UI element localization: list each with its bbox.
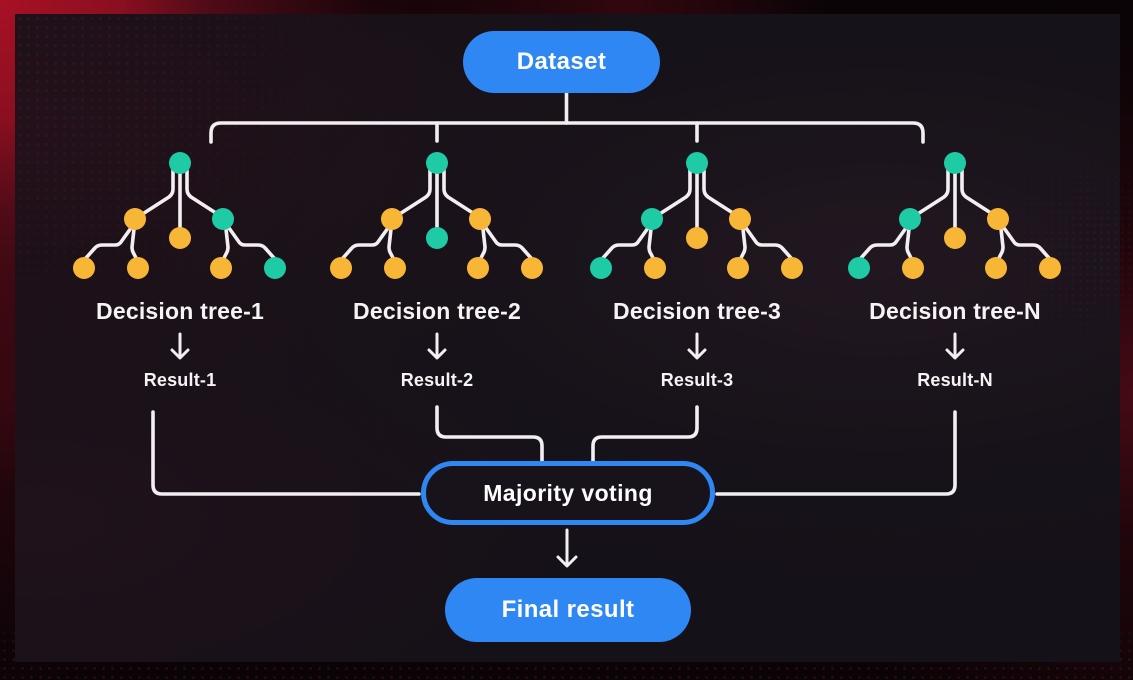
tree-child-node <box>169 227 191 249</box>
decision-tree-2-column: Decision tree-2 Result-2 <box>307 149 567 390</box>
tree-leaf-node <box>521 257 543 279</box>
tree-child-node <box>469 208 491 230</box>
tree-root-node <box>944 152 966 174</box>
tree-child-node <box>212 208 234 230</box>
decision-tree-3-label: Decision tree-3 <box>613 298 781 324</box>
tree-child-node <box>899 208 921 230</box>
tree-child-node <box>987 208 1009 230</box>
decision-tree-1-column: Decision tree-1 Result-1 <box>50 149 310 390</box>
result-3-label: Result-3 <box>660 370 734 390</box>
connector-result3 <box>591 405 699 464</box>
connector-result2 <box>435 405 544 464</box>
tree-leaf-node <box>210 257 232 279</box>
tree-child-node <box>944 227 966 249</box>
tree-leaf-node <box>127 257 149 279</box>
halftone-dots-top-left <box>15 14 375 334</box>
decision-tree-n-graphic <box>845 149 1065 280</box>
tree-leaf-node <box>384 257 406 279</box>
tree-root-node <box>169 152 191 174</box>
tree-child-node <box>426 227 448 249</box>
down-arrow-icon <box>687 332 707 360</box>
down-arrow-icon <box>427 332 447 360</box>
tree-child-node <box>641 208 663 230</box>
tree-child-node <box>686 227 708 249</box>
decision-tree-1-label: Decision tree-1 <box>96 298 264 324</box>
final-result-node: Final result <box>445 578 691 642</box>
tree-leaf-node <box>330 257 352 279</box>
down-arrow-icon <box>170 332 190 360</box>
tree-child-node <box>124 208 146 230</box>
tree-leaf-node <box>848 257 870 279</box>
dataset-label: Dataset <box>516 48 607 75</box>
majority-voting-node: Majority voting <box>421 461 715 525</box>
tree-child-node <box>729 208 751 230</box>
final-result-label: Final result <box>501 596 635 623</box>
down-arrow-icon <box>945 332 965 360</box>
tree-leaf-node <box>902 257 924 279</box>
result-1-label: Result-1 <box>143 370 217 390</box>
majority-voting-label: Majority voting <box>483 479 653 506</box>
decision-tree-1-graphic <box>70 149 290 280</box>
result-2-label: Result-2 <box>400 370 474 390</box>
tree-leaf-node <box>467 257 489 279</box>
tree-leaf-node <box>590 257 612 279</box>
dataset-node: Dataset <box>463 31 660 93</box>
tree-leaf-node <box>73 257 95 279</box>
tree-child-node <box>381 208 403 230</box>
tree-root-node <box>686 152 708 174</box>
tree-leaf-node <box>985 257 1007 279</box>
decision-tree-2-label: Decision tree-2 <box>353 298 521 324</box>
tree-leaf-node <box>727 257 749 279</box>
halftone-dots-right <box>1000 124 1133 404</box>
decision-tree-2-graphic <box>327 149 547 280</box>
connector-bus <box>209 121 925 144</box>
decision-tree-3-column: Decision tree-3 Result-3 <box>567 149 827 390</box>
down-arrow-icon <box>556 528 578 568</box>
connector-result1 <box>151 410 421 496</box>
tree-root-node <box>426 152 448 174</box>
connector-resultN <box>715 410 957 496</box>
decision-tree-3-graphic <box>587 149 807 280</box>
tree-leaf-node <box>781 257 803 279</box>
result-n-label: Result-N <box>917 370 993 390</box>
tree-leaf-node <box>644 257 666 279</box>
decision-tree-n-column: Decision tree-N Result-N <box>825 149 1085 390</box>
decision-tree-n-label: Decision tree-N <box>869 298 1041 324</box>
tree-leaf-node <box>264 257 286 279</box>
tree-leaf-node <box>1039 257 1061 279</box>
